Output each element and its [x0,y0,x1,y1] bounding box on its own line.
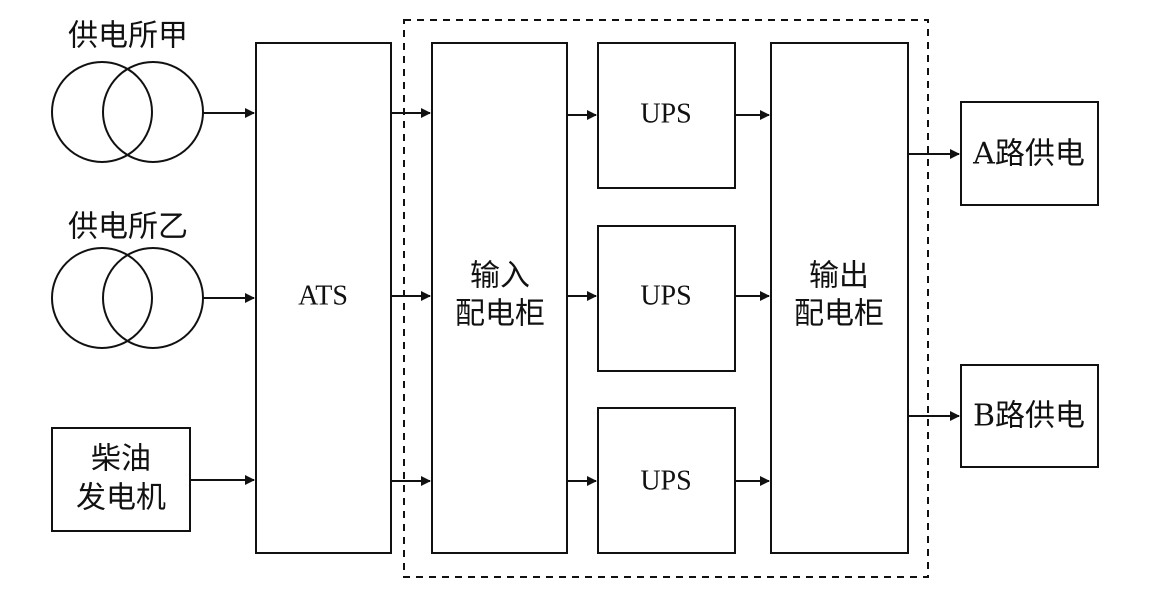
ups-label-1: UPS [640,99,691,130]
ups-label-2: UPS [640,281,691,312]
connector-arrows [190,108,960,486]
ats-label: ATS [298,281,348,312]
input-panel-box [431,42,568,554]
ups-box-1 [597,42,736,189]
output-panel-label-line2: 配电柜 [794,297,884,332]
ups-box-2 [597,225,736,372]
output-a-box [960,101,1099,206]
transformer-a-icon [51,61,204,163]
substation-a-label: 供电所甲 [68,19,188,54]
ats-box [255,42,392,554]
ups-label-3: UPS [640,466,691,497]
output-panel-box [770,42,909,554]
ups-system-boundary [403,19,929,578]
generator-label-line1: 柴油 [91,442,151,477]
input-panel-label-line1: 输入 [470,259,530,294]
output-a-label: A路供电 [972,137,1085,172]
output-b-box [960,364,1099,468]
transformer-b-icon [51,247,204,349]
output-b-label: B路供电 [973,399,1085,434]
input-panel-label-line2: 配电柜 [455,297,545,332]
diesel-generator-box [51,427,191,532]
output-panel-label-line1: 输出 [809,259,869,294]
ups-box-3 [597,407,736,554]
generator-label-line2: 发电机 [76,481,166,516]
substation-b-label: 供电所乙 [68,210,188,245]
